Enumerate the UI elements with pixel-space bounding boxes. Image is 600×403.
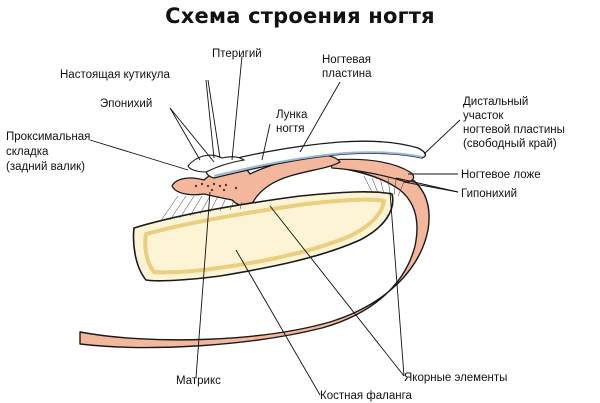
label-hyponychium: Гипонихий — [461, 188, 517, 200]
bone-inner — [143, 197, 386, 275]
label-true-cuticle: Настоящая кутикула — [60, 69, 170, 81]
label-lunula-1: Лунка — [276, 109, 308, 121]
label-proximal-3: (задний валик) — [6, 161, 85, 173]
label-distal-1: Дистальный — [463, 96, 528, 108]
hyponychium-tissue — [329, 158, 415, 183]
label-lunula-2: ногтя — [276, 123, 304, 135]
label-proximal-1: Проксимальная — [6, 131, 90, 143]
leader-lines — [89, 55, 461, 396]
labels: Птеригий Ногтевая пластина Настоящая кут… — [6, 48, 565, 402]
bone-phalanx — [132, 191, 394, 282]
nail-plate — [205, 140, 427, 179]
label-nail-plate-2: пластина — [322, 68, 372, 80]
anchor-fibers — [159, 175, 405, 223]
label-matrix: Матрикс — [176, 375, 221, 387]
matrix-dots — [194, 182, 238, 192]
nail-plate-shading — [213, 151, 423, 177]
label-nail-plate-1: Ногтевая — [322, 54, 371, 66]
label-proximal-2: складка — [6, 146, 49, 158]
label-distal-4: (свободный край) — [463, 138, 557, 150]
label-anchor-elements: Якорные элементы — [404, 372, 507, 384]
label-pterygium: Птеригий — [212, 48, 262, 60]
cuticle-layer — [187, 154, 246, 173]
label-distal-2: участок — [463, 110, 504, 122]
diagram-title: Схема строения ногтя — [165, 4, 435, 28]
label-nail-bed: Ногтевое ложе — [461, 169, 541, 181]
label-distal-3: ногтевой пластины — [463, 124, 565, 136]
label-bone-phalanx: Костная фаланга — [320, 390, 413, 402]
label-eponychium: Эпонихий — [100, 98, 152, 110]
